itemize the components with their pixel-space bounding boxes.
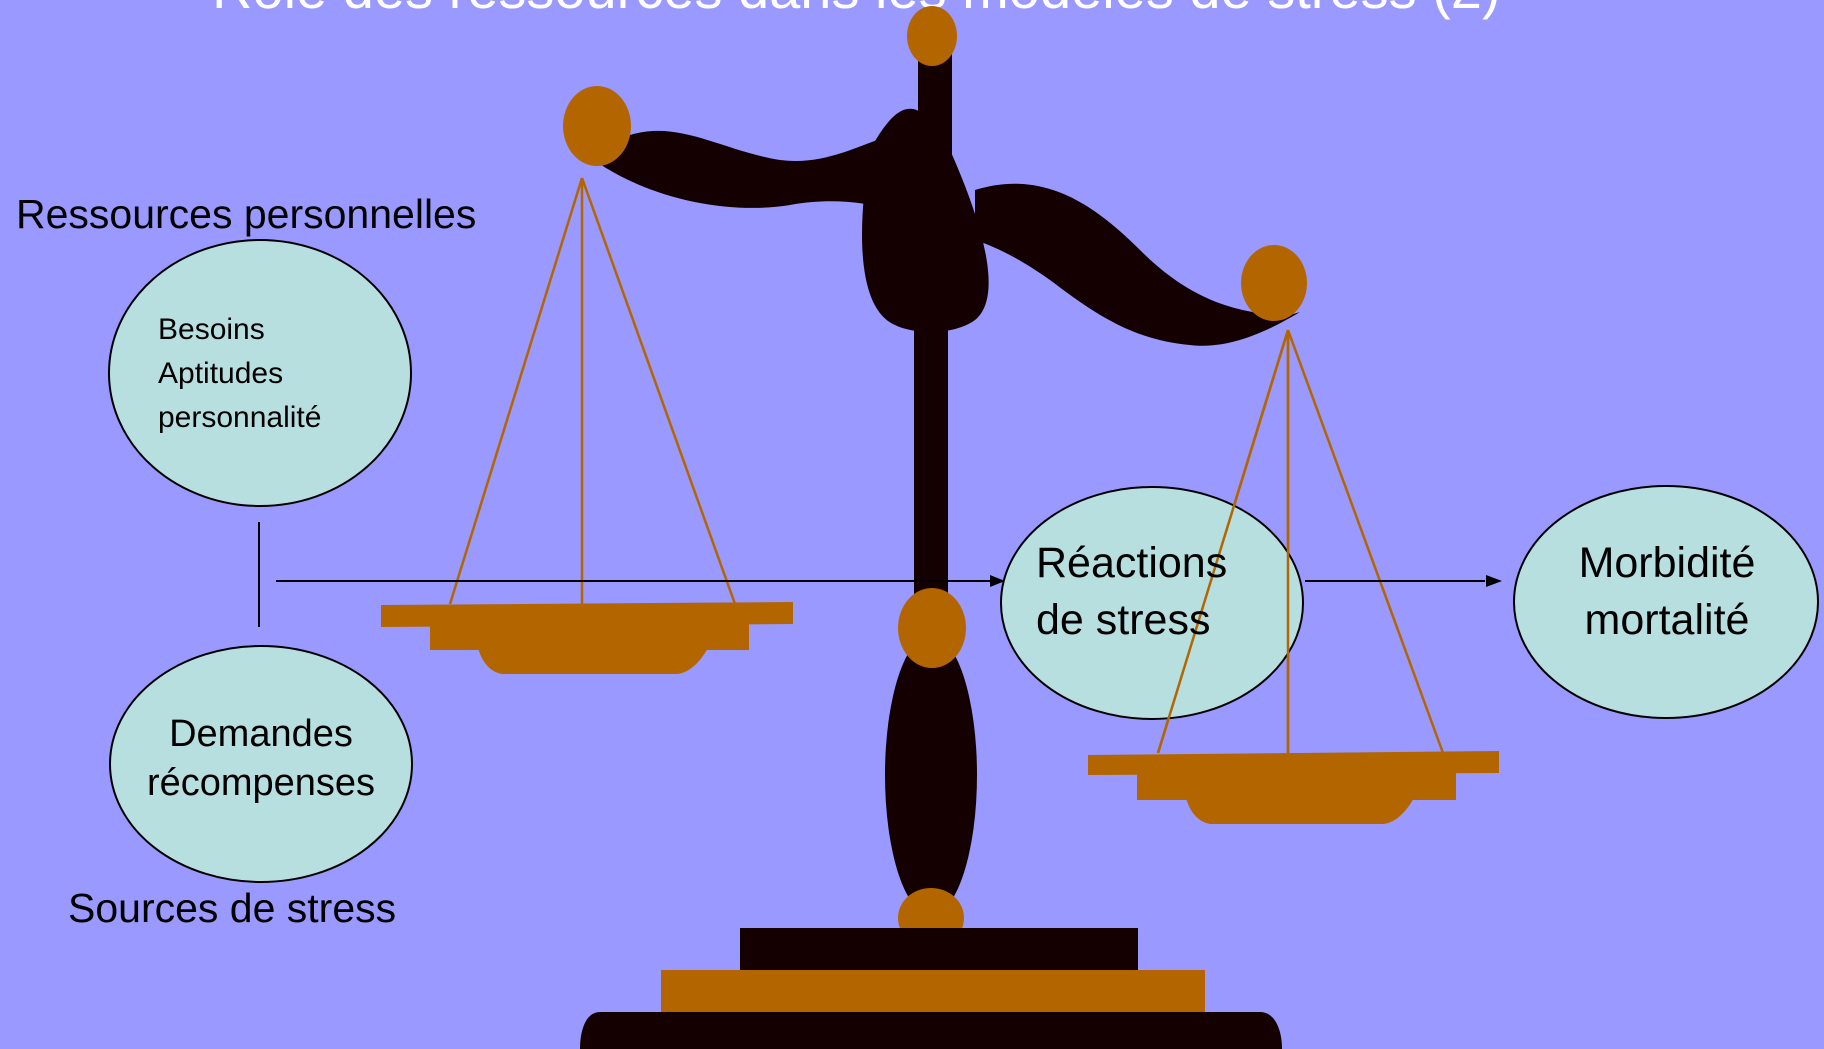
scale-pillar <box>914 290 948 610</box>
stress-sources-label: Sources de stress <box>68 885 396 931</box>
demands-line-1: Demandes <box>169 713 353 755</box>
slide-title: Rôle des ressources dans les modèles de … <box>212 0 1501 20</box>
scale-left-knob <box>563 86 631 166</box>
reactions-line-1: Réactions <box>1036 539 1227 587</box>
needs-line-3: personnalité <box>158 401 321 434</box>
morbidity-line-2: mortalité <box>1585 596 1750 644</box>
personal-resources-label: Ressources personnelles <box>16 191 476 237</box>
scale-hub <box>862 108 989 332</box>
arrow-to-reactions-head <box>990 575 1005 587</box>
morbidity-line-1: Morbidité <box>1579 539 1756 587</box>
scale-top-knob <box>907 6 957 66</box>
scale-base-middle <box>661 970 1205 1012</box>
scale-beam-right <box>975 183 1300 346</box>
reactions-ellipse <box>1000 486 1304 720</box>
needs-line-2: Aptitudes <box>158 357 283 390</box>
scale-right-knob <box>1241 245 1307 321</box>
scale-middle-knob <box>898 588 966 668</box>
scale-beam-left <box>578 130 922 215</box>
needs-ellipse <box>108 239 412 507</box>
reactions-line-2: de stress <box>1036 596 1210 644</box>
arrow-to-morbidity-head <box>1486 575 1502 587</box>
demands-ellipse <box>109 645 413 883</box>
demands-line-2: récompenses <box>147 762 375 804</box>
reactions-text: Réactions de stress <box>1036 539 1227 644</box>
morbidity-text: Morbidité mortalité <box>1579 539 1756 644</box>
demands-text: Demandes récompenses <box>147 713 375 804</box>
scale-left-pan <box>381 177 793 674</box>
needs-text: Besoins Aptitudes personnalité <box>158 313 321 434</box>
morbidity-ellipse <box>1513 485 1819 719</box>
needs-line-1: Besoins <box>158 313 265 346</box>
scale-right-strings-overlay <box>1156 329 1290 754</box>
scale-base-bottom <box>580 1012 1282 1049</box>
scale-base-top <box>740 928 1138 972</box>
scale-spindle <box>885 635 977 915</box>
